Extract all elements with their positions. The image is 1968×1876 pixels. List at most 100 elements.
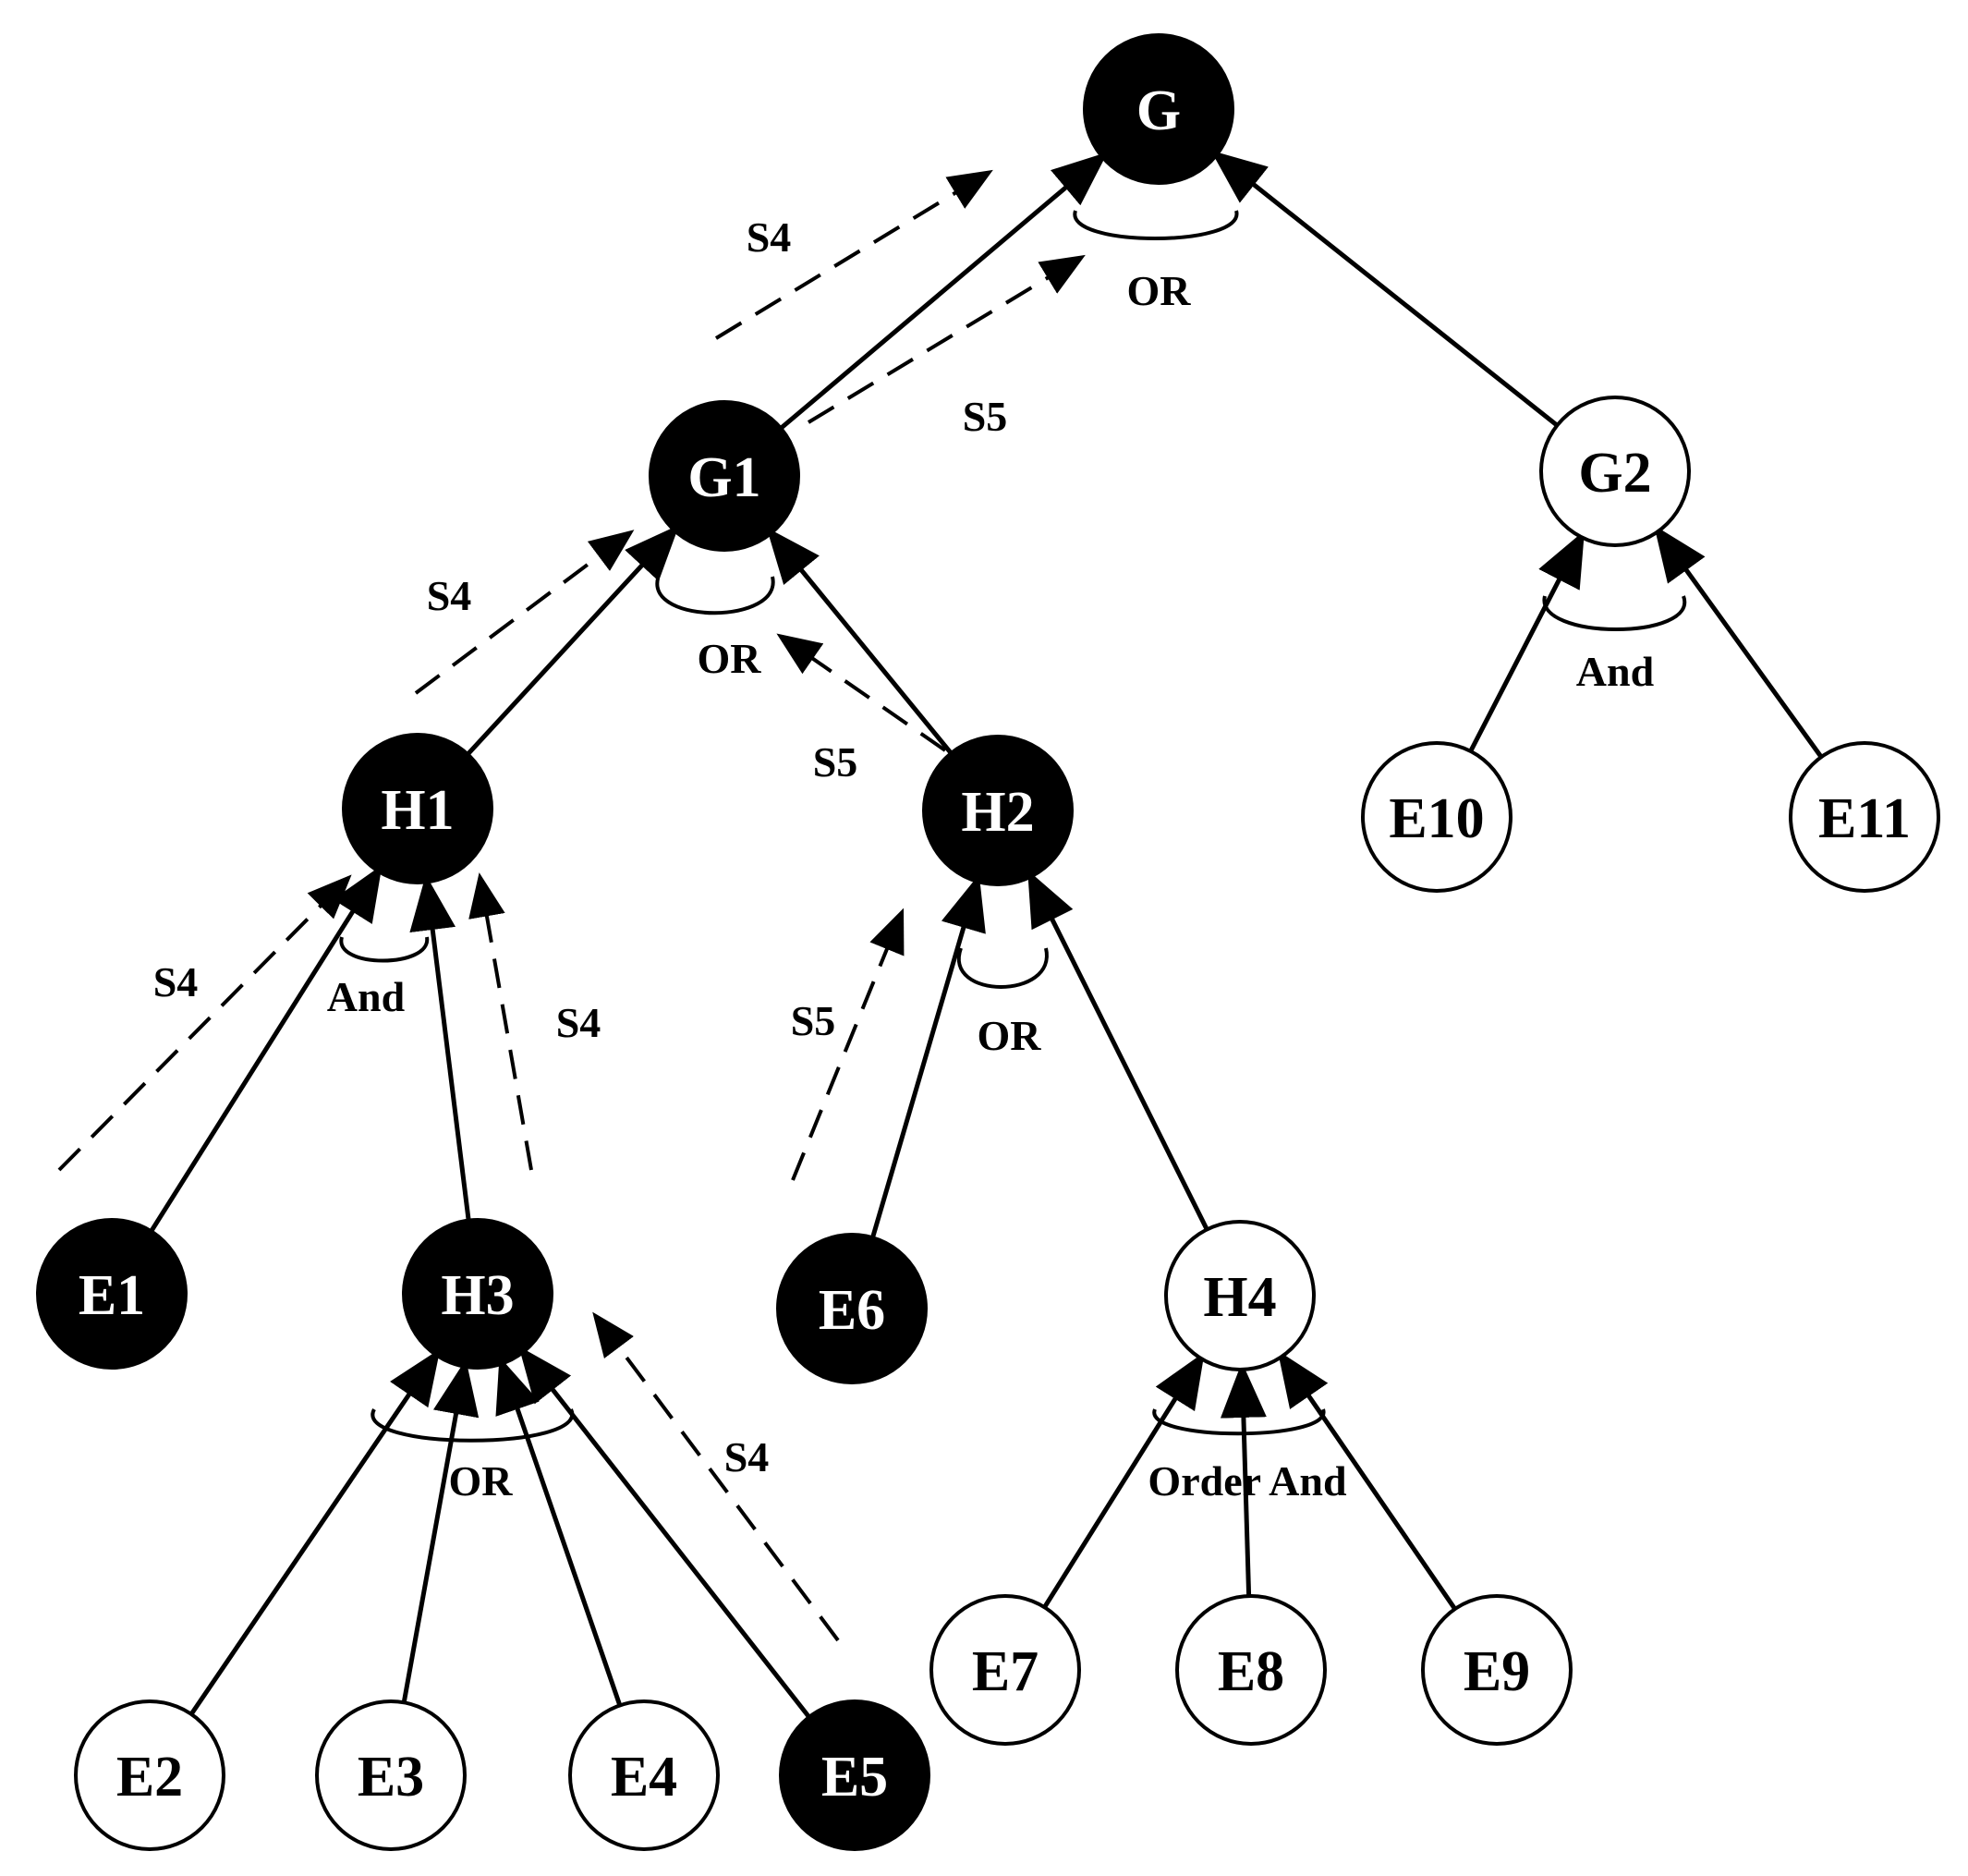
inference-path-5	[57, 874, 352, 1172]
edge-e10-to-g2	[1468, 530, 1585, 753]
node-e3: E3	[315, 1699, 467, 1851]
node-label-g2: G2	[1578, 442, 1651, 505]
node-label-h3: H3	[441, 1264, 514, 1327]
edge-e9-to-h4	[1277, 1350, 1457, 1611]
inference-path-6	[468, 872, 533, 1171]
relation-label-h4: Order And	[1148, 1457, 1347, 1504]
relation-label-h1: And	[327, 973, 406, 1020]
node-e1: E1	[36, 1218, 188, 1370]
node-circle-e5	[779, 1699, 930, 1851]
relation-label-g: OR	[1127, 267, 1192, 314]
node-e5: E5	[779, 1699, 930, 1851]
node-label-e4: E4	[611, 1746, 677, 1809]
node-label-h1: H1	[381, 779, 454, 842]
node-circle-g1	[649, 400, 800, 552]
edge-e3-to-h3	[401, 1358, 480, 1703]
node-label-g1: G1	[687, 446, 760, 509]
node-circle-e4	[568, 1699, 720, 1851]
node-label-e2: E2	[116, 1746, 183, 1809]
relation-label-g2: And	[1576, 648, 1655, 695]
node-e7: E7	[929, 1594, 1081, 1746]
node-circle-e1	[36, 1218, 188, 1370]
node-circle-h4	[1164, 1220, 1316, 1371]
node-label-e6: E6	[819, 1279, 885, 1342]
path-label-2: S5	[963, 393, 1008, 440]
node-label-h2: H2	[961, 781, 1034, 844]
edge-e2-to-h3	[188, 1348, 441, 1716]
edge-e5-to-h3	[518, 1346, 811, 1719]
node-h2: H2	[922, 735, 1074, 886]
path-label-8: S4	[724, 1433, 770, 1480]
relation-arc-g1	[655, 576, 775, 615]
inference-path-2	[807, 254, 1086, 424]
relation-label-h3: OR	[449, 1457, 514, 1504]
edge-g2-to-g	[1210, 150, 1559, 428]
node-label-h4: H4	[1203, 1266, 1276, 1329]
inference-path-1	[714, 169, 993, 340]
node-e10: E10	[1361, 741, 1512, 893]
node-label-e9: E9	[1464, 1640, 1530, 1703]
node-circle-e10	[1361, 741, 1512, 893]
node-e4: E4	[568, 1699, 720, 1851]
node-e9: E9	[1421, 1594, 1573, 1746]
node-h1: H1	[342, 733, 493, 884]
node-label-e5: E5	[821, 1746, 888, 1809]
node-e11: E11	[1789, 741, 1940, 893]
node-label-e1: E1	[79, 1264, 145, 1327]
node-circle-h2	[922, 735, 1074, 886]
inference-path-8	[592, 1311, 840, 1642]
node-circle-e2	[74, 1699, 225, 1851]
node-circle-e8	[1175, 1594, 1327, 1746]
relation-arc-g	[1073, 210, 1239, 240]
edge-g1-to-g	[779, 152, 1108, 431]
edge-e6-to-h2	[870, 874, 986, 1238]
edge-e11-to-g2	[1654, 525, 1824, 759]
node-label-g: G	[1136, 79, 1181, 142]
node-circle-h3	[402, 1218, 553, 1370]
node-label-e11: E11	[1818, 787, 1911, 850]
node-g2: G2	[1539, 396, 1691, 547]
node-e8: E8	[1175, 1594, 1327, 1746]
path-label-6: S4	[556, 999, 601, 1046]
node-label-e3: E3	[358, 1746, 424, 1809]
edges-layer	[149, 150, 1824, 1719]
path-label-1: S4	[747, 213, 792, 261]
inference-path-4	[776, 633, 947, 752]
node-circle-g	[1083, 33, 1234, 185]
node-circle-e6	[776, 1233, 928, 1384]
node-h4: H4	[1164, 1220, 1316, 1371]
relation-arc-g2	[1542, 595, 1687, 631]
node-label-e8: E8	[1218, 1640, 1284, 1703]
node-circle-e9	[1421, 1594, 1573, 1746]
path-label-4: S5	[813, 738, 858, 786]
node-circle-e3	[315, 1699, 467, 1851]
node-circle-e11	[1789, 741, 1940, 893]
relation-arc-h2	[956, 947, 1049, 989]
node-g: G	[1083, 33, 1234, 185]
relation-arc-h3	[371, 1408, 575, 1443]
node-e2: E2	[74, 1699, 225, 1851]
relation-arc-h1	[339, 936, 430, 963]
edge-h2-to-g1	[766, 527, 954, 755]
edge-h1-to-g1	[466, 524, 680, 756]
path-label-5: S4	[153, 958, 199, 1005]
relation-label-g1: OR	[698, 635, 762, 682]
node-g1: G1	[649, 400, 800, 552]
edge-e7-to-h4	[1042, 1351, 1205, 1609]
inference-path-7	[791, 908, 905, 1181]
node-circle-e7	[929, 1594, 1081, 1746]
node-label-e7: E7	[972, 1640, 1039, 1703]
node-label-e10: E10	[1389, 787, 1484, 850]
node-circle-h1	[342, 733, 493, 884]
edge-e4-to-h3	[495, 1357, 623, 1707]
edge-h4-to-h2	[1027, 870, 1209, 1231]
relation-arc-h4	[1152, 1408, 1326, 1436]
edge-h3-to-h1	[409, 874, 471, 1221]
node-e6: E6	[776, 1233, 928, 1384]
node-circle-g2	[1539, 396, 1691, 547]
path-label-7: S5	[791, 997, 836, 1044]
